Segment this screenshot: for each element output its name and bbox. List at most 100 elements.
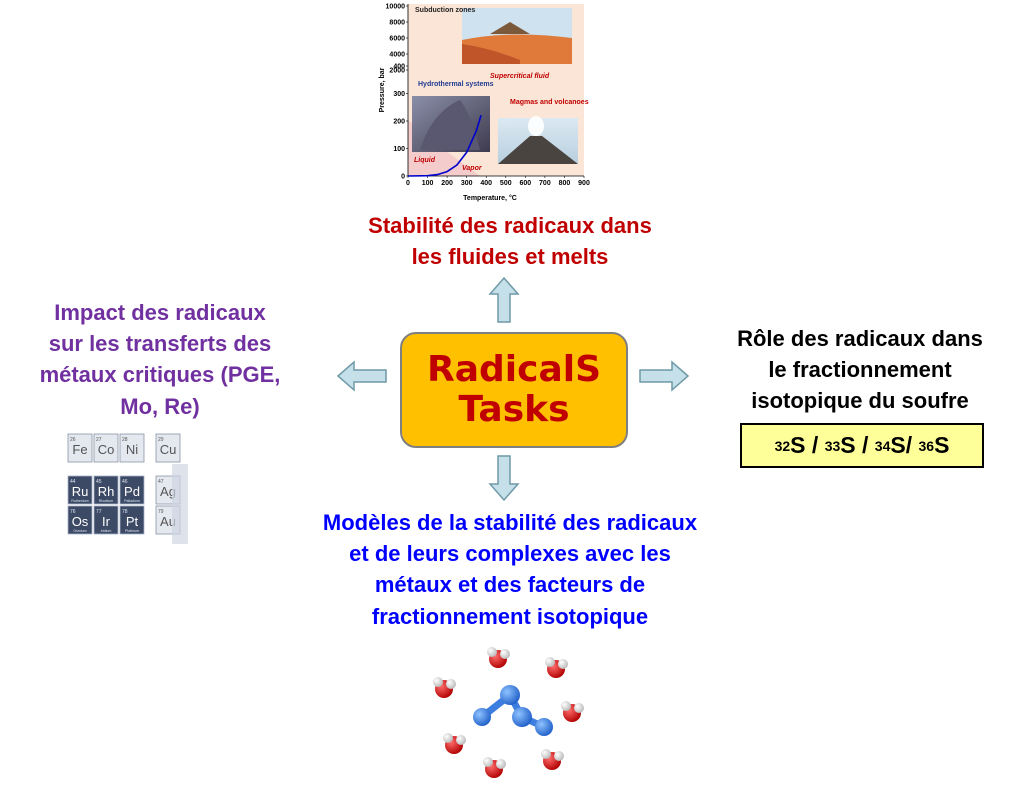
water-molecule bbox=[545, 657, 568, 678]
element-symbol: Rh bbox=[98, 484, 115, 499]
element-symbol: Ag bbox=[160, 484, 176, 499]
top-heading-line: les fluides et melts bbox=[411, 244, 609, 270]
label-hydrothermal: Hydrothermal systems bbox=[418, 81, 494, 88]
center-title-line: RadicalS bbox=[426, 348, 602, 390]
x-axis-label: Temperature, °C bbox=[463, 194, 517, 202]
volcano-image bbox=[498, 116, 578, 164]
right-heading-line: le fractionnement bbox=[768, 357, 952, 383]
label-liquid: Liquid bbox=[414, 157, 436, 164]
y-tick-label: 8000 bbox=[389, 20, 405, 27]
x-tick-label: 800 bbox=[559, 180, 571, 187]
top-heading-line: Stabilité des radicaux dans bbox=[368, 213, 652, 238]
arrow-left-icon bbox=[336, 360, 387, 392]
y-tick-label: 6000 bbox=[389, 36, 405, 43]
center-title-line: Tasks bbox=[458, 389, 570, 430]
element-number: 76 bbox=[70, 509, 76, 515]
periodic-table-illustration: 26Fe27Co28Ni29Cu44RuRuthenium45RhRhodium… bbox=[67, 433, 188, 544]
element-symbol: Os bbox=[72, 514, 89, 529]
element-name: Rhodium bbox=[99, 499, 113, 503]
element-name: Platinum bbox=[125, 529, 139, 533]
bottom-heading-line: Modèles de la stabilité des radicaux bbox=[322, 510, 698, 535]
left-heading-line: sur les transferts des bbox=[48, 331, 272, 357]
x-tick-label: 300 bbox=[461, 180, 473, 187]
arrow-right-icon bbox=[639, 360, 690, 392]
element-number: 46 bbox=[122, 479, 128, 485]
element-number: 77 bbox=[96, 509, 102, 515]
top-heading: Stabilité des radicaux dans les fluides … bbox=[300, 210, 720, 272]
element-number: 45 bbox=[96, 479, 102, 485]
hydrothermal-image bbox=[412, 96, 490, 152]
left-heading-line: Mo, Re) bbox=[120, 393, 200, 419]
water-molecule bbox=[487, 647, 510, 668]
element-number: 27 bbox=[96, 437, 102, 443]
isotope-symbol: S bbox=[790, 432, 806, 458]
element-name: Ruthenium bbox=[71, 499, 88, 503]
bottom-heading-line: fractionnement isotopique bbox=[371, 603, 649, 629]
y-tick-label: 300 bbox=[393, 91, 405, 98]
liquid-vapor-curve bbox=[407, 114, 482, 177]
isotope-separator: / bbox=[905, 432, 919, 458]
water-molecule bbox=[443, 733, 466, 754]
y-axis-label: Pressure, bar bbox=[379, 67, 386, 112]
x-tick-label: 400 bbox=[480, 180, 492, 187]
bottom-heading: Modèles de la stabilité des radicaux et … bbox=[250, 507, 770, 632]
x-tick-label: 100 bbox=[422, 180, 434, 187]
water-molecule bbox=[483, 757, 506, 778]
element-symbol: Ir bbox=[102, 514, 111, 529]
isotope-mass: 33 bbox=[824, 437, 841, 454]
element-number: 78 bbox=[122, 509, 128, 515]
isotope-mass: 36 bbox=[918, 437, 935, 454]
x-tick-label: 200 bbox=[441, 180, 453, 187]
element-symbol: Pd bbox=[124, 484, 140, 499]
bottom-heading-line: et de leurs complexes avec les bbox=[349, 541, 671, 567]
element-name: Iridium bbox=[101, 529, 112, 533]
element-number: 44 bbox=[70, 479, 76, 485]
arrow-down-icon bbox=[488, 455, 520, 502]
left-heading-line: métaux critiques (PGE, bbox=[39, 362, 281, 388]
water-molecule bbox=[561, 701, 584, 722]
label-magmas: Magmas and volcanoes bbox=[510, 99, 589, 106]
element-number: 29 bbox=[158, 437, 164, 443]
element-number: 28 bbox=[122, 437, 128, 443]
y-tick-label: 0 bbox=[401, 174, 405, 181]
left-heading: Impact des radicaux sur les transferts d… bbox=[0, 297, 320, 422]
isotope-separator: / bbox=[855, 432, 875, 458]
isotope-mass: 34 bbox=[874, 437, 891, 454]
element-symbol: Co bbox=[98, 442, 115, 457]
isotope-separator: / bbox=[805, 432, 825, 458]
water-molecule bbox=[541, 749, 564, 770]
right-heading-line: isotopique du soufre bbox=[751, 388, 969, 414]
bottom-heading-line: métaux et des facteurs de bbox=[374, 572, 646, 598]
y-tick-label: 200 bbox=[393, 119, 405, 126]
molecule-illustration bbox=[433, 647, 584, 778]
element-name: Palladium bbox=[124, 499, 140, 503]
element-number: 26 bbox=[70, 437, 76, 443]
element-symbol: Ni bbox=[126, 442, 138, 457]
element-name: Osmium bbox=[73, 529, 86, 533]
x-tick-label: 900 bbox=[578, 180, 590, 187]
element-symbol: Au bbox=[160, 514, 176, 529]
element-number: 79 bbox=[158, 509, 164, 515]
left-heading-line: Impact des radicaux bbox=[54, 300, 266, 325]
label-subduction: Subduction zones bbox=[415, 7, 475, 14]
element-symbol: Pt bbox=[126, 514, 139, 529]
radical-chain bbox=[473, 685, 553, 736]
element-symbol: Ru bbox=[72, 484, 89, 499]
isotope-symbol: S bbox=[840, 432, 856, 458]
x-tick-label: 600 bbox=[519, 180, 531, 187]
isotope-symbol: S bbox=[934, 432, 950, 458]
right-heading-line: Rôle des radicaux dans bbox=[737, 326, 983, 351]
y-tick-label: 100 bbox=[393, 146, 405, 153]
water-molecule bbox=[433, 677, 456, 698]
element-symbol: Cu bbox=[160, 442, 177, 457]
